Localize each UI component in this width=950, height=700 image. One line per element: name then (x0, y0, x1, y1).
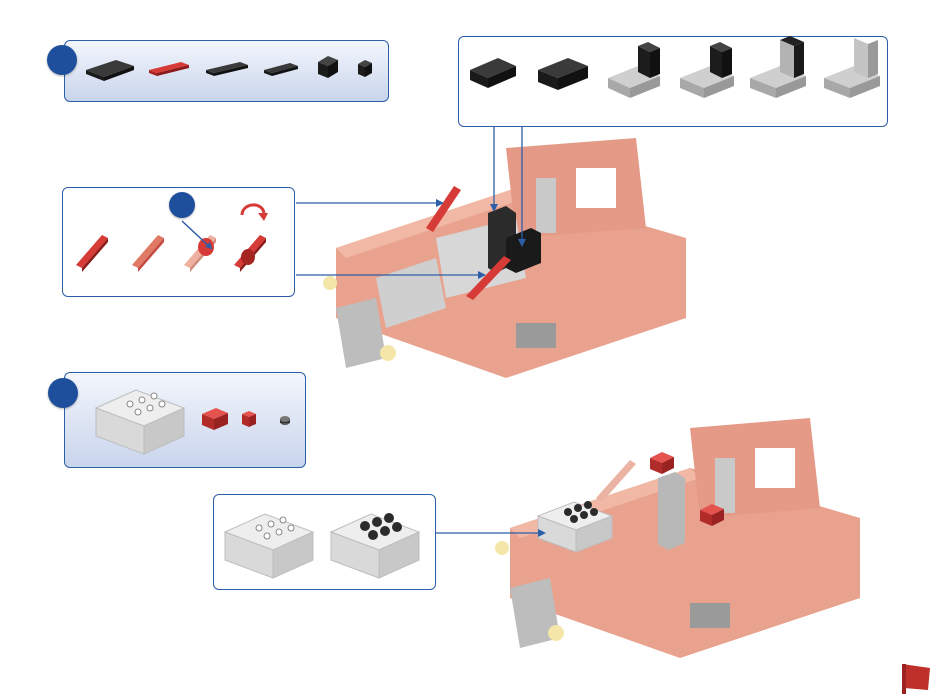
red-flag-icon (900, 662, 932, 694)
